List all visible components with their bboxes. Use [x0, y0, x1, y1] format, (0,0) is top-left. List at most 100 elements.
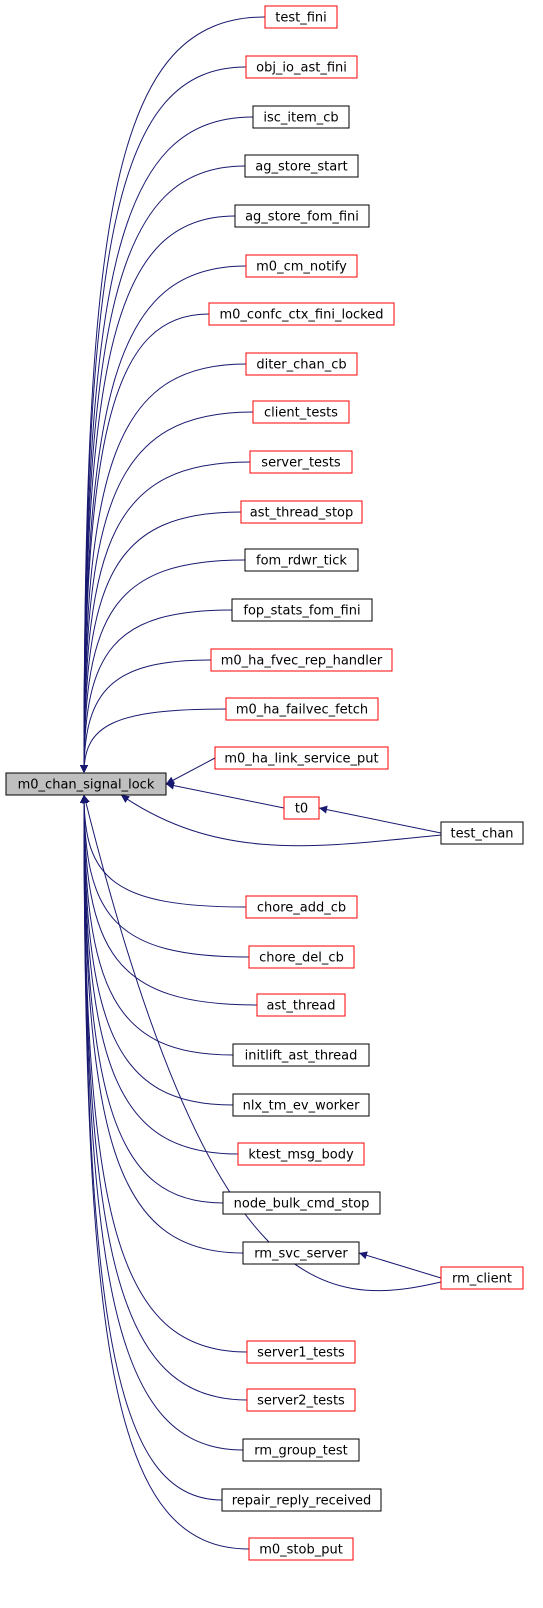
node-box[interactable]	[283, 796, 320, 820]
node-box[interactable]	[440, 1266, 524, 1290]
node-rm_group_test[interactable]: rm_group_test	[242, 1438, 360, 1462]
node-label: diter_chan_cb	[256, 358, 346, 373]
node-t0[interactable]: t0	[283, 796, 320, 820]
node-box[interactable]	[264, 5, 338, 29]
node-chore_del_cb[interactable]: chore_del_cb	[248, 945, 355, 969]
node-box[interactable]	[252, 105, 350, 129]
edge-m0_ha_link_service_put-to-m0_chan_signal_lock	[165, 757, 216, 785]
node-box[interactable]	[245, 895, 358, 919]
node-client_tests[interactable]: client_tests	[252, 400, 350, 424]
node-box[interactable]	[222, 1191, 381, 1215]
node-box[interactable]	[225, 697, 379, 721]
node-label: test_chan	[450, 827, 513, 842]
edge-chore_add_cb-to-m0_chan_signal_lock	[80, 794, 247, 908]
node-m0_ha_fvec_rep_handler[interactable]: m0_ha_fvec_rep_handler	[210, 648, 393, 672]
node-ast_thread[interactable]: ast_thread	[256, 993, 346, 1017]
node-label: nlx_tm_ev_worker	[243, 1099, 360, 1114]
node-box[interactable]	[246, 1340, 356, 1364]
node-label: isc_item_cb	[263, 111, 338, 126]
edge-repair_reply_received-to-m0_chan_signal_lock	[80, 794, 223, 1501]
node-m0_stob_put[interactable]: m0_stob_put	[248, 1537, 354, 1561]
node-box[interactable]	[256, 993, 346, 1017]
node-box[interactable]	[221, 1488, 382, 1512]
node-label: client_tests	[264, 406, 338, 421]
node-m0_confc_ctx_fini_locked[interactable]: m0_confc_ctx_fini_locked	[208, 302, 395, 326]
node-server1_tests[interactable]: server1_tests	[246, 1340, 356, 1364]
node-label: ag_store_start	[255, 160, 347, 175]
node-box[interactable]	[252, 400, 350, 424]
node-box[interactable]	[245, 254, 358, 278]
node-fop_stats_fom_fini[interactable]: fop_stats_fom_fini	[231, 598, 373, 622]
node-box[interactable]	[214, 746, 389, 770]
node-ag_store_start[interactable]: ag_store_start	[244, 154, 359, 178]
node-label: obj_io_ast_fini	[256, 61, 347, 76]
node-box[interactable]	[245, 352, 358, 376]
node-label: node_bulk_cmd_stop	[234, 1197, 370, 1212]
node-label: m0_cm_notify	[256, 260, 347, 275]
node-ktest_msg_body[interactable]: ktest_msg_body	[237, 1142, 365, 1166]
node-box[interactable]	[237, 1142, 365, 1166]
edge-fop_stats_fom_fini-to-m0_chan_signal_lock	[80, 609, 233, 774]
node-isc_item_cb[interactable]: isc_item_cb	[252, 105, 350, 129]
node-rm_client[interactable]: rm_client	[440, 1266, 524, 1290]
edge-chore_del_cb-to-m0_chan_signal_lock	[80, 794, 250, 958]
node-m0_cm_notify[interactable]: m0_cm_notify	[245, 254, 358, 278]
node-label: ast_thread	[267, 999, 336, 1014]
node-fom_rdwr_tick[interactable]: fom_rdwr_tick	[244, 548, 359, 572]
node-ast_thread_stop[interactable]: ast_thread_stop	[240, 500, 363, 524]
node-server_tests[interactable]: server_tests	[249, 450, 353, 474]
node-box[interactable]	[244, 548, 359, 572]
node-repair_reply_received[interactable]: repair_reply_received	[221, 1488, 382, 1512]
node-box[interactable]	[249, 450, 353, 474]
node-nlx_tm_ev_worker[interactable]: nlx_tm_ev_worker	[232, 1093, 370, 1117]
node-rm_svc_server[interactable]: rm_svc_server	[242, 1241, 360, 1265]
node-label: chore_del_cb	[259, 951, 344, 966]
node-label: ast_thread_stop	[250, 506, 354, 521]
node-test_chan[interactable]: test_chan	[440, 821, 524, 845]
node-box[interactable]	[5, 772, 167, 796]
edge-ag_store_fom_fini-to-m0_chan_signal_lock	[80, 215, 236, 774]
node-m0_ha_link_service_put[interactable]: m0_ha_link_service_put	[214, 746, 389, 770]
edge-nlx_tm_ev_worker-to-m0_chan_signal_lock	[80, 794, 234, 1106]
node-diter_chan_cb[interactable]: diter_chan_cb	[245, 352, 358, 376]
node-label: fom_rdwr_tick	[256, 554, 347, 569]
edge-server1_tests-to-m0_chan_signal_lock	[80, 794, 248, 1353]
node-box[interactable]	[242, 1241, 360, 1265]
node-box[interactable]	[248, 1537, 354, 1561]
node-node_bulk_cmd_stop[interactable]: node_bulk_cmd_stop	[222, 1191, 381, 1215]
edge-ktest_msg_body-to-m0_chan_signal_lock	[80, 794, 239, 1155]
edge-m0_stob_put-to-m0_chan_signal_lock	[80, 794, 250, 1550]
node-m0_chan_signal_lock[interactable]: m0_chan_signal_lock	[5, 772, 167, 796]
node-test_fini[interactable]: test_fini	[264, 5, 338, 29]
node-box[interactable]	[440, 821, 524, 845]
node-ag_store_fom_fini[interactable]: ag_store_fom_fini	[234, 204, 370, 228]
edge-isc_item_cb-to-m0_chan_signal_lock	[80, 116, 254, 774]
node-box[interactable]	[232, 1043, 370, 1067]
edge-t0-to-m0_chan_signal_lock	[165, 781, 285, 809]
node-label: m0_confc_ctx_fini_locked	[219, 308, 383, 323]
edge-ast_thread_stop-to-m0_chan_signal_lock	[80, 511, 242, 774]
node-box[interactable]	[232, 1093, 370, 1117]
node-box[interactable]	[210, 648, 393, 672]
node-box[interactable]	[245, 55, 358, 79]
edge-node_bulk_cmd_stop-to-m0_chan_signal_lock	[80, 794, 224, 1204]
edge-initlift_ast_thread-to-m0_chan_signal_lock	[80, 794, 234, 1056]
node-box[interactable]	[208, 302, 395, 326]
node-m0_ha_failvec_fetch[interactable]: m0_ha_failvec_fetch	[225, 697, 379, 721]
node-label: rm_group_test	[254, 1444, 348, 1459]
node-server2_tests[interactable]: server2_tests	[246, 1388, 356, 1412]
node-box[interactable]	[246, 1388, 356, 1412]
node-box[interactable]	[240, 500, 363, 524]
node-chore_add_cb[interactable]: chore_add_cb	[245, 895, 358, 919]
node-label: test_fini	[275, 11, 327, 26]
node-initlift_ast_thread[interactable]: initlift_ast_thread	[232, 1043, 370, 1067]
node-box[interactable]	[231, 598, 373, 622]
node-box[interactable]	[248, 945, 355, 969]
node-box[interactable]	[234, 204, 370, 228]
node-box[interactable]	[242, 1438, 360, 1462]
node-label: ag_store_fom_fini	[245, 210, 359, 225]
edge-server_tests-to-m0_chan_signal_lock	[80, 461, 251, 774]
node-label: m0_chan_signal_lock	[18, 778, 155, 793]
node-obj_io_ast_fini[interactable]: obj_io_ast_fini	[245, 55, 358, 79]
node-box[interactable]	[244, 154, 359, 178]
